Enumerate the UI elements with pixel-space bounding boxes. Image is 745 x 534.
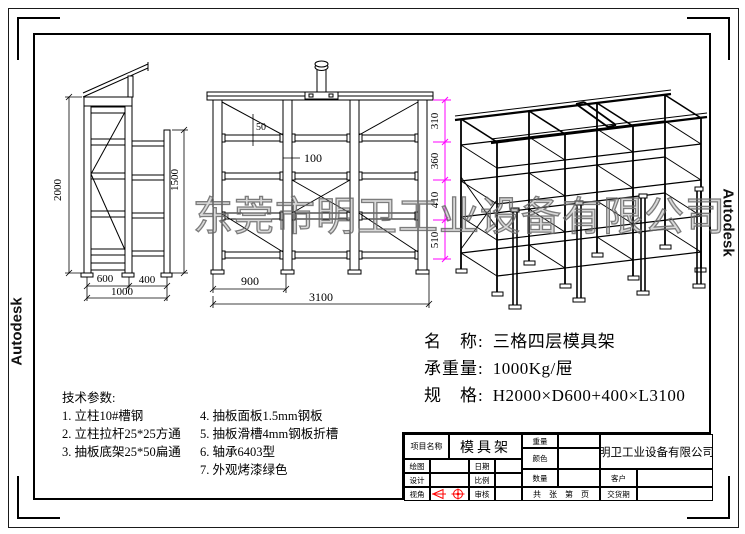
check-value — [495, 487, 522, 501]
tech-param-item: 7. 外观烤漆绿色 — [200, 463, 288, 477]
dim-3100: 3100 — [309, 290, 333, 304]
tech-param-item: 4. 抽板面板1.5mm钢板 — [200, 409, 323, 423]
side-view-dim-labels: 2000 1500 600 400 1000 — [52, 169, 181, 299]
product-spec-value: H2000×D600+400×L3100 — [492, 386, 686, 405]
product-info: 名 称: 三格四层模具架 承重量: 1000Kg/屉 规 格: H2000×D600+… — [424, 328, 685, 409]
color-label: 颜色 — [522, 448, 558, 469]
product-capacity-row: 承重量: 1000Kg/屉 — [424, 355, 685, 382]
front-view-dimensions — [209, 114, 433, 308]
product-capacity-value: 1000Kg/屉 — [492, 359, 574, 378]
project-name-value: 模具架 — [449, 434, 522, 459]
tech-params-col2: 4. 抽板面板1.5mm钢板 5. 抽板滑槽4mm钢板折槽 6. 轴承6403型… — [200, 407, 338, 479]
product-name-row: 名 称: 三格四层模具架 — [424, 328, 685, 355]
corner-mark-top-left — [17, 17, 60, 60]
projection-symbol-cell — [430, 487, 469, 501]
qty-value — [558, 469, 600, 487]
scale-value — [495, 473, 522, 487]
delivery-value — [637, 487, 713, 501]
dim-level-410: 410 — [429, 191, 441, 208]
product-capacity-label: 承重量: — [424, 359, 484, 378]
corner-mark-top-right — [687, 17, 730, 60]
corner-mark-bottom-right — [687, 476, 730, 519]
product-name-label: 名 称: — [424, 332, 484, 351]
dim-level-510: 510 — [429, 231, 441, 248]
dim-level-360: 360 — [429, 152, 441, 169]
weight-label: 重量 — [522, 434, 558, 448]
pages-label: 共 张 第 页 — [522, 487, 600, 501]
date-label: 日期 — [469, 459, 495, 473]
dim-height-total: 2000 — [52, 179, 64, 202]
company-name: 明卫工业设备有限公司 — [600, 434, 713, 469]
dim-height-short: 1500 — [169, 169, 181, 192]
customer-value — [637, 469, 713, 487]
check-label: 审核 — [469, 487, 495, 501]
tech-param-item: 6. 轴承6403型 — [200, 445, 276, 459]
isometric-view — [454, 89, 708, 310]
tech-params: 技术参数: 1. 立柱10#槽钢 2. 立柱拉杆25*25方通 3. 抽板底架2… — [62, 389, 338, 479]
first-angle-projection-icon — [431, 488, 465, 500]
tech-param-item: 1. 立柱10#槽钢 — [62, 409, 144, 423]
outer-border — [8, 8, 739, 528]
dim-level-310: 310 — [429, 112, 441, 129]
dim-depth-main: 600 — [97, 273, 114, 285]
design-label: 设计 — [404, 473, 430, 487]
design-value — [430, 473, 469, 487]
qty-label: 数量 — [522, 469, 558, 487]
dim-depth-total: 1000 — [111, 286, 134, 298]
front-view — [206, 60, 434, 275]
side-view — [80, 62, 173, 278]
front-view-level-dimensions — [433, 96, 451, 263]
corner-mark-bottom-left — [17, 476, 60, 519]
product-name-value: 三格四层模具架 — [492, 332, 616, 351]
title-block: 项目名称 模具架 绘图 日期 设计 比例 视角 审核 重量 颜色 数量 — [402, 432, 713, 501]
weight-value — [558, 434, 600, 448]
tech-param-item: 3. 抽板底架25*50扁通 — [62, 445, 181, 459]
product-spec-label: 规 格: — [424, 386, 484, 405]
draw-label: 绘图 — [404, 459, 430, 473]
dim-100: 100 — [304, 151, 322, 165]
dim-50: 50 — [256, 122, 266, 133]
front-view-dim-labels: 50 100 900 3100 — [241, 122, 333, 304]
color-value — [558, 448, 600, 469]
tech-param-item: 5. 抽板滑槽4mm钢板折槽 — [200, 427, 339, 441]
tech-params-title: 技术参数: — [62, 391, 116, 405]
front-view-level-dim-labels: 310 360 410 510 — [429, 112, 441, 248]
delivery-label: 交货期 — [600, 487, 637, 501]
product-spec-row: 规 格: H2000×D600+400×L3100 — [424, 382, 685, 409]
draw-value — [430, 459, 469, 473]
tech-param-item: 2. 立柱拉杆25*25方通 — [62, 427, 181, 441]
date-value — [495, 459, 522, 473]
dim-900: 900 — [241, 274, 259, 288]
customer-label: 客户 — [600, 469, 637, 487]
inner-drawing-frame — [33, 33, 711, 500]
project-name-label: 项目名称 — [404, 434, 449, 459]
dim-depth-ext: 400 — [139, 274, 156, 286]
tech-params-col1: 1. 立柱10#槽钢 2. 立柱拉杆25*25方通 3. 抽板底架25*50扁通 — [62, 407, 200, 479]
side-view-dimensions — [65, 93, 188, 302]
company-watermark: 东莞市明卫工业设备有限公司 — [192, 193, 726, 239]
scale-label: 比例 — [469, 473, 495, 487]
view-angle-label: 视角 — [404, 487, 430, 501]
